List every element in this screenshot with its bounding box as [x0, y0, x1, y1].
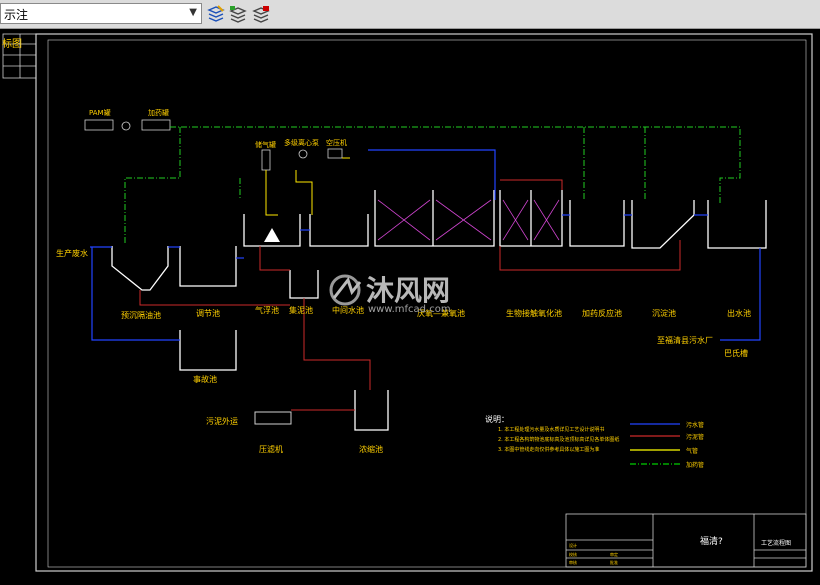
label-sludge-collection: 集泥池 — [289, 305, 313, 315]
dosing-tank — [141, 119, 171, 131]
title-row-4: 审定 — [610, 551, 618, 557]
label-accident: 事故池 — [193, 374, 217, 384]
label-channel: 巴氏槽 — [724, 348, 748, 358]
drawing-canvas[interactable]: 标图 PAM罐 加药罐 储气罐 多级离心泵 空压机 — [0, 29, 820, 581]
sewage-pipe — [90, 149, 761, 341]
left-edge-block — [2, 33, 37, 79]
tank-anaerobic — [374, 190, 495, 247]
chevron-down-icon[interactable]: ▼ — [189, 7, 197, 18]
layer-dropdown[interactable]: 示注 ▼ — [0, 3, 202, 24]
tank-outlet — [707, 200, 767, 249]
label-inlet: 生产废水 — [56, 248, 88, 258]
tank-thickening — [354, 390, 389, 431]
legend-label-sewage: 污水管 — [686, 421, 704, 429]
dosing-pipe — [124, 126, 741, 245]
label-air-compressor: 空压机 — [326, 138, 347, 147]
tank-regulating — [179, 246, 237, 287]
tank-pre-sedimentation — [111, 246, 169, 291]
label-discharge: 至福清县污水厂 — [657, 335, 713, 345]
process-flow-drawing: 标图 PAM罐 加药罐 储气罐 多级离心泵 空压机 — [2, 33, 813, 572]
watermark-text: 沐风网 — [366, 274, 450, 307]
title-block — [565, 513, 807, 568]
tank-intermediate — [309, 214, 369, 247]
label-pump: 多级离心泵 — [284, 138, 319, 147]
notes-title: 说明： — [485, 414, 509, 424]
legend-label-dosing: 加药管 — [686, 461, 704, 469]
title-row-5: 批准 — [610, 559, 618, 565]
label-sedimentation: 沉淀池 — [652, 308, 676, 318]
watermark: 沐风网 www.mfcad.com — [329, 274, 451, 315]
label-sludge-outlet: 污泥外运 — [206, 416, 238, 426]
gas-tank — [261, 149, 271, 171]
legend-label-sludge: 污泥管 — [686, 433, 704, 441]
left-edge-text: 标图 — [2, 38, 22, 50]
title-project: 福清? — [700, 535, 723, 547]
air-compressor — [327, 148, 343, 159]
label-thickening: 浓缩池 — [359, 444, 383, 454]
label-dosing-tank: 加药罐 — [148, 108, 169, 117]
layer-dropdown-value: 示注 — [4, 8, 29, 22]
note-3: 3. 本图中管线走向仅供参考具体以施工图为准 — [498, 446, 599, 453]
filter-press — [254, 411, 292, 425]
pump-symbol — [298, 149, 308, 159]
pam-tank — [84, 119, 114, 131]
watermark-url: www.mfcad.com — [368, 304, 451, 315]
flotation-cone — [264, 228, 280, 242]
legend: 污水管 污泥管 气管 加药管 — [630, 421, 704, 469]
tank-reaction — [569, 200, 625, 247]
sludge-pipe — [139, 179, 681, 411]
label-intermediate: 中间水池 — [332, 305, 364, 315]
title-row-2: 校核 — [569, 551, 577, 557]
layer-properties-icon[interactable] — [206, 4, 226, 24]
title-row-1: 设计 — [569, 542, 577, 548]
title-row-3: 审核 — [569, 559, 577, 565]
label-regulating: 调节池 — [196, 308, 220, 318]
label-outlet: 出水池 — [727, 308, 751, 318]
outer-frame — [35, 33, 813, 572]
label-pam-tank: PAM罐 — [89, 108, 111, 117]
note-1: 1. 本工程处理污水量及水质详见工艺设计说明书 — [498, 426, 604, 433]
label-filter-press: 压滤机 — [259, 444, 283, 454]
label-gas-tank: 储气罐 — [255, 140, 276, 149]
tank-accident — [179, 330, 237, 371]
label-pre-sedimentation: 预沉隔油池 — [121, 310, 161, 320]
tank-sedimentation — [631, 200, 695, 249]
layer-toolbar: 示注 ▼ — [0, 0, 820, 29]
layer-freeze-icon[interactable] — [251, 4, 271, 24]
inner-frame — [47, 39, 807, 568]
gas-pipe — [265, 157, 350, 216]
label-anaerobic: 厌氧—兼氧池 — [417, 308, 465, 318]
layer-state-icon[interactable] — [228, 4, 248, 24]
title-drawing: 工艺流程图 — [761, 539, 791, 547]
label-air-flotation: 气浮池 — [255, 305, 279, 315]
packing-hatch — [377, 199, 560, 241]
label-bio-oxidation: 生物接触氧化池 — [506, 308, 562, 318]
label-reaction: 加药反应池 — [582, 308, 622, 318]
tank-sludge-collection — [289, 270, 319, 299]
note-2: 2. 本工程各构筑物池底标高及池顶标高详见各单体图纸 — [498, 436, 619, 443]
legend-label-gas: 气管 — [686, 447, 698, 455]
